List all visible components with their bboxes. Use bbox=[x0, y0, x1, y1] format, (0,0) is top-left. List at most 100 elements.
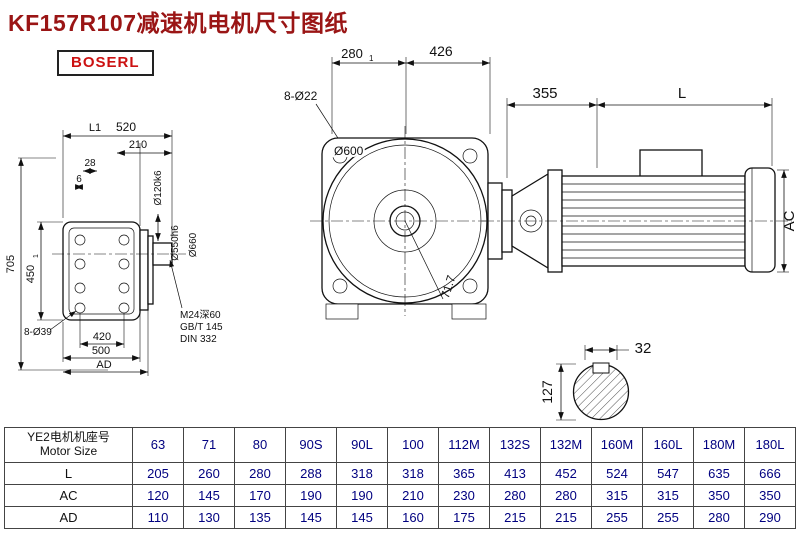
motor-size-header: 160L bbox=[642, 427, 694, 463]
dimension-value-cell: 280 bbox=[693, 505, 745, 529]
dim-500-label: 500 bbox=[92, 345, 110, 357]
row-label: AD bbox=[4, 505, 133, 529]
dimension-value-cell: 365 bbox=[438, 461, 490, 485]
keyway-slot bbox=[592, 362, 610, 374]
dim-127-label: 127 bbox=[539, 380, 555, 404]
dim-AD-label: AD bbox=[96, 359, 111, 371]
dimension-value-cell: 230 bbox=[438, 483, 490, 507]
dimension-value-cell: 280 bbox=[540, 483, 592, 507]
dim-520-label: 520 bbox=[116, 120, 136, 134]
dim-L1-label: L1 bbox=[89, 122, 101, 134]
dimension-value-cell: 160 bbox=[387, 505, 439, 529]
dim-450-label: 450 bbox=[25, 265, 37, 283]
dimension-value-cell: 190 bbox=[336, 483, 388, 507]
standard-din-label: DIN 332 bbox=[180, 334, 217, 345]
motor-size-header: 80 bbox=[234, 427, 286, 463]
bolt-holes-8x22-label: 8-Ø22 bbox=[284, 89, 318, 103]
flange-front-view: 280 1 426 8-Ø22 Ø600 71.7 bbox=[284, 43, 500, 320]
dim-705-label: 705 bbox=[5, 255, 17, 273]
row-label: AC bbox=[4, 483, 133, 507]
dim-426-label: 426 bbox=[429, 43, 453, 59]
dimension-value-cell: 145 bbox=[285, 505, 337, 529]
brand-logo-text: BOSERL bbox=[71, 54, 140, 71]
tap-hole-label: M24深60 bbox=[180, 309, 221, 321]
dimension-value-cell: 290 bbox=[744, 505, 796, 529]
dim-28-label: 28 bbox=[84, 158, 96, 169]
dimension-value-cell: 120 bbox=[132, 483, 184, 507]
holes-8x39-label: 8-Ø39 bbox=[24, 327, 52, 338]
dimension-value-cell: 190 bbox=[285, 483, 337, 507]
dimension-value-cell: 260 bbox=[183, 461, 235, 485]
motor-size-header: 180M bbox=[693, 427, 745, 463]
motor-size-header: 90L bbox=[336, 427, 388, 463]
flange-outer-diameter-label: Ø660 bbox=[188, 232, 199, 257]
dim-355-label: 355 bbox=[532, 85, 557, 102]
dimension-value-cell: 524 bbox=[591, 461, 643, 485]
motor-side-view: 355 L AC bbox=[482, 85, 798, 273]
motor-size-header: 132S bbox=[489, 427, 541, 463]
dimension-value-cell: 145 bbox=[183, 483, 235, 507]
technical-drawing: 280 1 426 8-Ø22 Ø600 71.7 bbox=[5, 43, 798, 421]
dim-AC-label: AC bbox=[781, 210, 798, 231]
dimension-value-cell: 666 bbox=[744, 461, 796, 485]
flange-diameter-label: Ø600 bbox=[334, 144, 364, 158]
dimension-value-cell: 145 bbox=[336, 505, 388, 529]
dimension-value-cell: 135 bbox=[234, 505, 286, 529]
motor-size-header: 180L bbox=[744, 427, 796, 463]
dimension-value-cell: 315 bbox=[591, 483, 643, 507]
dimension-value-cell: 413 bbox=[489, 461, 541, 485]
dim-280-tolerance: 1 bbox=[369, 54, 374, 63]
dimension-value-cell: 350 bbox=[744, 483, 796, 507]
page-title: KF157R107减速机电机尺寸图纸 bbox=[8, 10, 349, 36]
motor-size-header: 160M bbox=[591, 427, 643, 463]
dimension-value-cell: 280 bbox=[489, 483, 541, 507]
brand-logo-box: BOSERL bbox=[57, 50, 154, 76]
angle-label: 71.7 bbox=[438, 273, 459, 300]
dimension-value-cell: 288 bbox=[285, 461, 337, 485]
shaft-cross-section: 32 127 bbox=[539, 340, 651, 421]
dimension-value-cell: 318 bbox=[387, 461, 439, 485]
table-corner-header-cn: YE2电机机座号 bbox=[27, 430, 110, 444]
motor-size-header: 132M bbox=[540, 427, 592, 463]
dimension-value-cell: 175 bbox=[438, 505, 490, 529]
spigot-diameter-label: Ø550h6 bbox=[170, 225, 181, 261]
motor-size-header: 90S bbox=[285, 427, 337, 463]
dimension-value-cell: 318 bbox=[336, 461, 388, 485]
dim-210-label: 210 bbox=[129, 139, 147, 151]
dimension-value-cell: 215 bbox=[489, 505, 541, 529]
motor-size-header: 71 bbox=[183, 427, 235, 463]
dimension-value-cell: 350 bbox=[693, 483, 745, 507]
dim-L-label: L bbox=[678, 85, 686, 102]
dimension-value-cell: 315 bbox=[642, 483, 694, 507]
dimension-value-cell: 205 bbox=[132, 461, 184, 485]
dim-280-label: 280 bbox=[341, 46, 363, 61]
motor-size-header: 63 bbox=[132, 427, 184, 463]
dimension-value-cell: 280 bbox=[234, 461, 286, 485]
motor-size-header: 100 bbox=[387, 427, 439, 463]
dim-6-label: 6 bbox=[76, 174, 82, 185]
dimension-value-cell: 130 bbox=[183, 505, 235, 529]
motor-size-header: 112M bbox=[438, 427, 490, 463]
dimension-value-cell: 110 bbox=[132, 505, 184, 529]
dimension-value-cell: 255 bbox=[642, 505, 694, 529]
standard-gbt-label: GB/T 145 bbox=[180, 322, 223, 333]
table-corner-header-en: Motor Size bbox=[39, 443, 98, 458]
dimension-value-cell: 170 bbox=[234, 483, 286, 507]
shaft-diameter-label: Ø120k6 bbox=[153, 170, 164, 205]
dimension-value-cell: 210 bbox=[387, 483, 439, 507]
dim-450-tolerance: 1 bbox=[33, 254, 40, 258]
dimension-value-cell: 255 bbox=[591, 505, 643, 529]
gearbox-side-view: L1 520 210 28 6 705 bbox=[5, 120, 223, 376]
table-corner-header: YE2电机机座号 Motor Size bbox=[4, 427, 133, 463]
dim-420-label: 420 bbox=[93, 331, 111, 343]
row-label: L bbox=[4, 461, 133, 485]
dimension-value-cell: 215 bbox=[540, 505, 592, 529]
dimension-value-cell: 635 bbox=[693, 461, 745, 485]
